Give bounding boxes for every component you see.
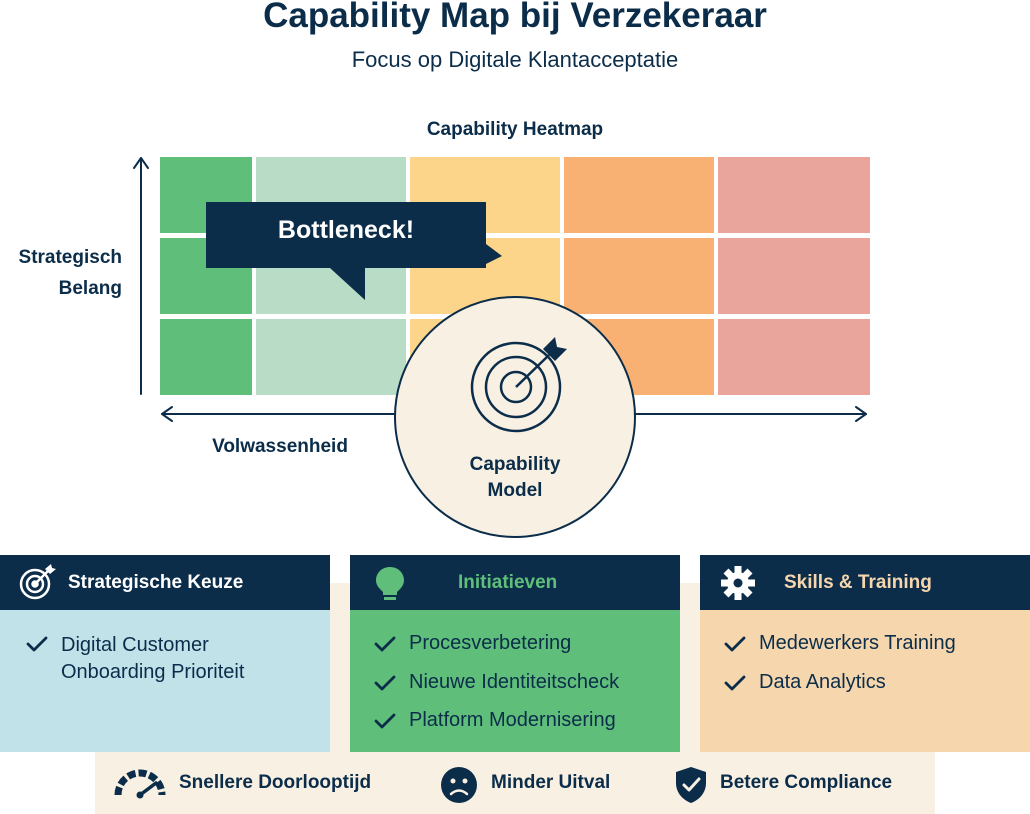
initiatives-panel-title: Initiatieven — [458, 571, 558, 593]
initiatives-panel-header: Initiatieven — [350, 555, 680, 610]
strategy-panel-body — [0, 610, 330, 752]
skills-item: Medewerkers Training — [759, 632, 956, 654]
heatmap-cell — [160, 319, 252, 395]
speedometer-icon — [114, 769, 166, 799]
x-axis-label: Volwassenheid — [212, 436, 348, 457]
strategy-item: Digital Customer Onboarding Prioriteit — [61, 634, 245, 683]
capability-model-label: Capability Model — [469, 454, 561, 501]
heatmap-cell — [718, 157, 870, 233]
outcome-dropout: Minder Uitval — [491, 772, 611, 793]
target-icon — [470, 337, 567, 433]
panel-connector — [680, 583, 700, 752]
heatmap-cell — [718, 319, 870, 395]
panel-connector — [330, 583, 350, 752]
check-icon — [26, 636, 48, 652]
y-axis-label: Strategisch Belang — [18, 247, 122, 299]
heatmap-cell — [564, 157, 714, 233]
bottleneck-callout — [206, 202, 502, 300]
gear-icon — [721, 565, 755, 600]
initiatives-item: Procesverbetering — [409, 632, 572, 654]
heatmap-cell — [718, 238, 870, 314]
outcome-speed: Snellere Doorlooptijd — [179, 772, 372, 793]
heatmap-cell — [256, 319, 406, 395]
page-subtitle: Focus op Digitale Klantacceptatie — [351, 47, 679, 72]
lightbulb-icon — [376, 566, 404, 600]
initiatives-item: Nieuwe Identiteitscheck — [409, 671, 620, 693]
skills-panel-title: Skills & Training — [784, 571, 932, 593]
outcomes-bar — [95, 752, 935, 814]
bottleneck-label: Bottleneck! — [277, 216, 415, 244]
skills-panel-header: Skills & Training — [700, 555, 1030, 610]
strategy-panel-header: Strategische Keuze — [0, 555, 330, 610]
heatmap-cell — [564, 238, 714, 314]
sad-face-icon — [441, 767, 477, 803]
shield-check-icon — [676, 767, 706, 803]
outcome-compliance: Betere Compliance — [720, 772, 893, 793]
initiatives-item: Platform Modernisering — [409, 709, 616, 731]
target-icon — [19, 563, 56, 599]
check-icon — [724, 636, 746, 652]
heatmap-title: Capability Heatmap — [426, 119, 604, 140]
check-icon — [374, 636, 396, 652]
skills-panel-body — [700, 610, 1030, 752]
page-title: Capability Map bij Verzekeraar — [263, 0, 767, 35]
check-icon — [724, 675, 746, 691]
check-icon — [374, 675, 396, 691]
check-icon — [374, 713, 396, 729]
skills-item: Data Analytics — [759, 671, 886, 693]
strategy-panel-title: Strategische Keuze — [68, 571, 244, 593]
